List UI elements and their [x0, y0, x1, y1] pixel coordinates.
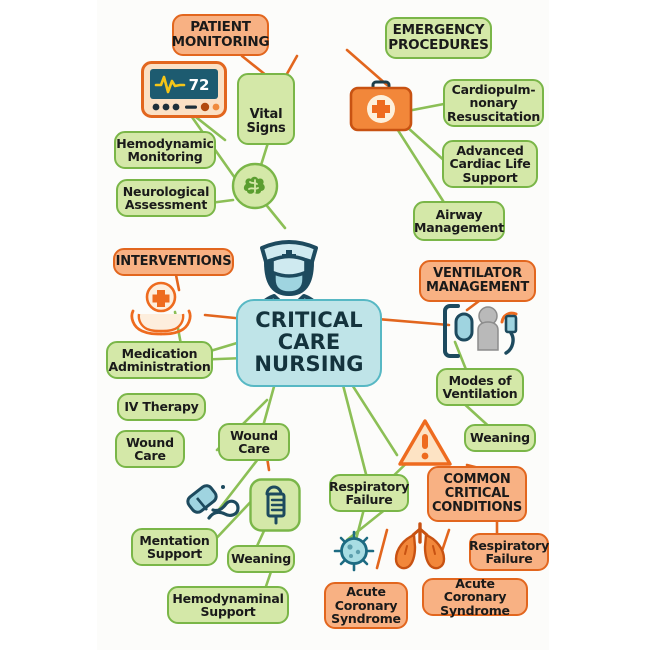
monitor-reading-text: 72	[189, 76, 210, 94]
node-wound-care-left[interactable]: Wound Care	[115, 430, 185, 468]
first-aid-kit-icon	[349, 79, 413, 133]
node-hemodynamic-monitoring[interactable]: Hemodynamic Monitoring	[114, 131, 216, 169]
center-label-line2: CARE	[277, 330, 341, 355]
branch-node-common-critical-conditions[interactable]: COMMON CRITICAL CONDITIONS	[427, 466, 527, 522]
node-acute-coronary-syndrome-left[interactable]: Acute Coronary Syndrome	[324, 582, 408, 629]
node-weaning-low[interactable]: Weaning	[227, 545, 295, 573]
center-label-line1: CRITICAL	[255, 308, 363, 333]
center-label-line3: NURSING	[254, 351, 364, 376]
node-airway-management[interactable]: Airway Management	[413, 201, 505, 241]
ventilator-icon	[442, 300, 526, 362]
iv-drip-icon	[249, 478, 301, 532]
vitals-monitor-icon: 72	[141, 61, 227, 118]
node-hemodynaminal-support[interactable]: Hemodynaminal Support	[167, 586, 289, 624]
node-advanced-cardiac-life-support[interactable]: Advanced Cardiac Life Support	[442, 140, 538, 188]
node-vital-signs-label: Vital Signs	[246, 106, 286, 136]
branch-node-patient-monitoring[interactable]: PATIENT MONITORING	[172, 14, 270, 56]
node-modes-of-ventilation[interactable]: Modes of Ventilation	[436, 368, 524, 406]
virus-icon	[333, 530, 375, 572]
node-acute-coronary-syndrome-right[interactable]: Acute Coronary Syndrome	[422, 577, 528, 617]
branch-node-ventilator-management[interactable]: VENTILATOR MANAGEMENT	[419, 260, 536, 302]
node-medication-administration[interactable]: Medication Administration	[106, 341, 213, 379]
node-wound-care-mid[interactable]: Wound Care	[218, 423, 290, 461]
center-node-critical-care-nursing[interactable]: CRITICAL CARE NURSING	[236, 299, 382, 387]
node-cardiopulmonary-resuscitation[interactable]: Cardiopulm- nonary Resuscitation	[443, 79, 544, 127]
branch-node-interventions[interactable]: INTERVENTIONS	[113, 248, 234, 276]
node-respiratory-failure-orange[interactable]: Respiratory Failure	[469, 533, 549, 571]
syringe-icon	[182, 480, 244, 536]
warning-triangle-icon	[397, 418, 453, 468]
node-weaning-right[interactable]: Weaning	[464, 424, 536, 452]
mindmap-canvas: 72	[97, 0, 549, 650]
branch-node-emergency-procedures[interactable]: EMERGENCY PROCEDURES	[385, 17, 492, 59]
node-mentation-support[interactable]: Mentation Support	[131, 528, 218, 566]
node-neurological-assessment[interactable]: Neurological Assessment	[116, 179, 216, 217]
lungs-icon	[391, 520, 449, 572]
node-respiratory-failure-green[interactable]: Respiratory Failure	[329, 474, 409, 512]
node-iv-therapy[interactable]: IV Therapy	[117, 393, 206, 421]
brain-icon	[231, 162, 279, 210]
caring-hands-icon	[127, 281, 195, 337]
node-vital-signs[interactable]: Vital Signs	[237, 73, 295, 145]
